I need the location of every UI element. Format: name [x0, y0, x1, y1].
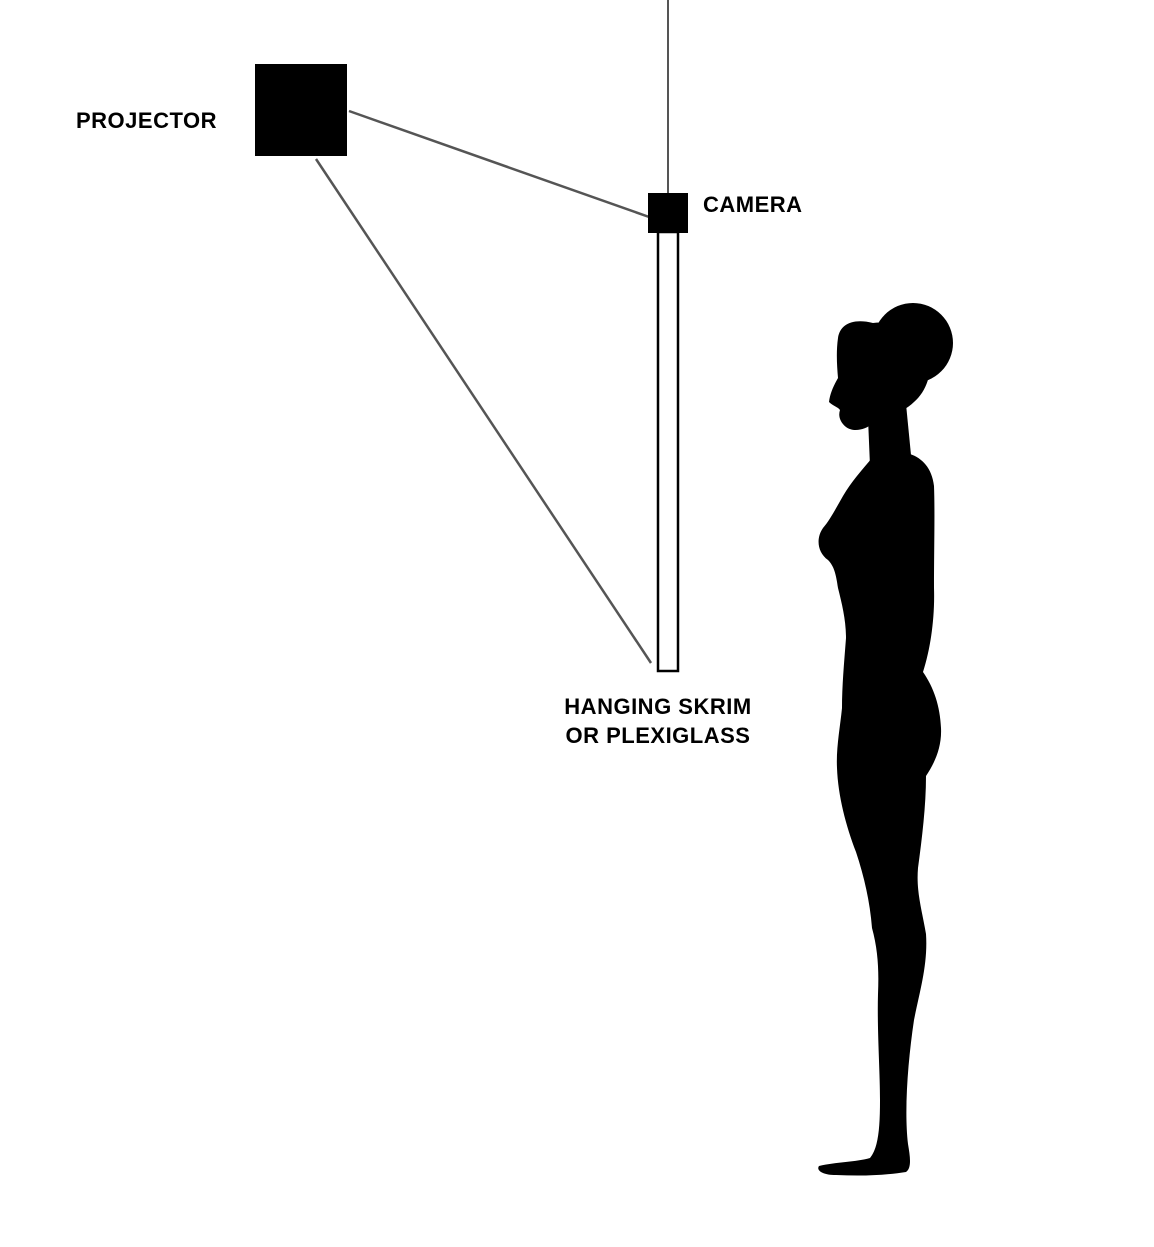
- projector-label: PROJECTOR: [76, 108, 218, 133]
- hanging-skrim-label: HANGING SKRIM OR PLEXIGLASS: [548, 692, 768, 750]
- camera-label: CAMERA: [703, 192, 803, 217]
- camera-box: [648, 193, 688, 233]
- projector-to-skrim-line: [314, 158, 653, 664]
- hanging-skrim-label-line-2: OR PLEXIGLASS: [565, 723, 751, 748]
- projector-box: [255, 64, 347, 156]
- projector-to-camera-line: [348, 109, 653, 220]
- person-silhouette: [818, 303, 953, 1176]
- hanging-skrim-panel: [656, 230, 680, 673]
- hanging-skrim-label-line-1: HANGING SKRIM: [564, 694, 752, 719]
